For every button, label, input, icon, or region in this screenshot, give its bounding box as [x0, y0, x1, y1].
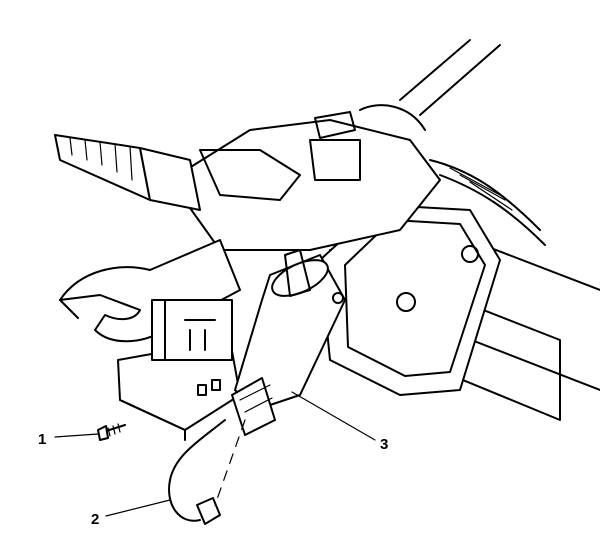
upper-housing — [169, 104, 441, 251]
callout-1: 1 — [38, 431, 47, 448]
tilt-lever — [59, 239, 241, 343]
leader-lines — [54, 391, 376, 517]
screw-fastener — [97, 423, 126, 441]
wiring-harness — [429, 159, 546, 246]
ignition-switch — [117, 299, 241, 441]
leader-line-3 — [291, 391, 376, 441]
callout-3: 3 — [380, 436, 389, 453]
leader-line-2 — [105, 499, 171, 517]
callout-2: 2 — [91, 511, 100, 528]
input-shaft — [54, 134, 201, 211]
key-cable — [168, 419, 246, 525]
lock-actuator — [231, 249, 346, 436]
leader-line-1 — [54, 433, 99, 438]
